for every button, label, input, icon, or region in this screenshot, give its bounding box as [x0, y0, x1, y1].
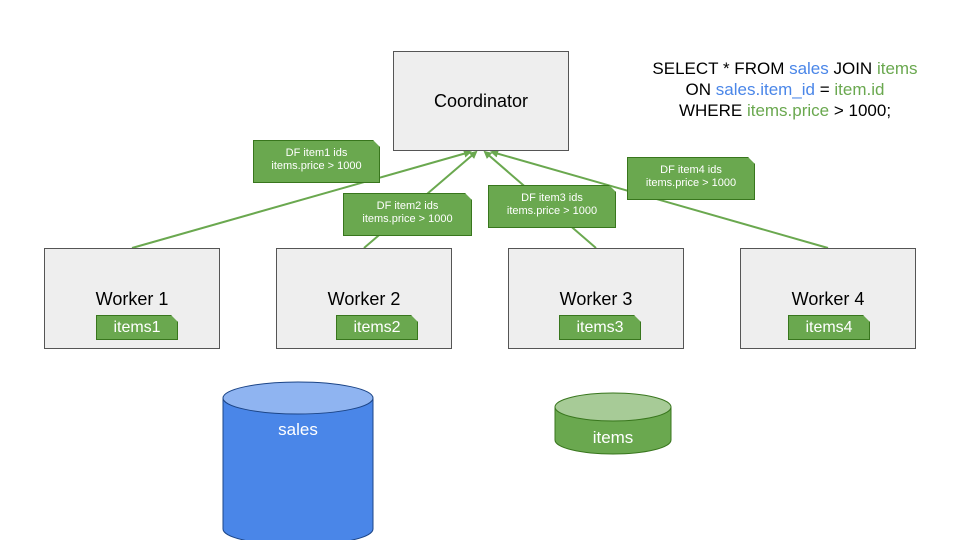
query-line-3: WHERE items.price > 1000; [678, 101, 892, 120]
worker-label: Worker 3 [559, 289, 633, 309]
message-note-2: DF item2 ids items.price > 1000 [343, 193, 472, 236]
worker-table-tag: items2 [336, 315, 418, 340]
message-note-1: DF item1 ids items.price > 1000 [253, 140, 380, 183]
message-note-3: DF item3 ids items.price > 1000 [488, 185, 616, 228]
message-line: DF item2 ids [376, 200, 439, 212]
worker-table-tag: items4 [788, 315, 870, 340]
worker-node-3: Worker 3 items3 [508, 248, 684, 349]
worker-label: Worker 2 [327, 289, 401, 309]
message-line: DF item3 ids [521, 192, 583, 204]
message-line: DF item4 ids [660, 164, 722, 176]
message-note-4: DF item4 ids items.price > 1000 [627, 157, 755, 200]
coordinator-node: Coordinator [393, 51, 569, 151]
message-line: items.price > 1000 [362, 213, 453, 225]
sql-query: SELECT * FROM sales JOIN items ON sales.… [600, 58, 960, 121]
coordinator-label: Coordinator [433, 90, 529, 111]
sales-database-icon [222, 381, 374, 540]
query-line-1: SELECT * FROM sales JOIN items [652, 59, 918, 78]
message-line: DF item1 ids [285, 147, 348, 159]
worker-node-4: Worker 4 items4 [740, 248, 916, 349]
worker-label: Worker 4 [791, 289, 865, 309]
query-line-2: ON sales.item_id = item.id [685, 80, 885, 99]
message-line: items.price > 1000 [506, 205, 598, 217]
items-database-label: items [592, 428, 634, 447]
edge-worker4-coordinator [490, 149, 829, 249]
worker-table-tag: items1 [96, 315, 178, 340]
edge-worker1-coordinator [131, 149, 472, 249]
message-line: items.price > 1000 [271, 160, 362, 172]
worker-table-tag: items3 [559, 315, 641, 340]
worker-node-1: Worker 1 items1 [44, 248, 220, 349]
sales-database-label: sales [278, 420, 318, 439]
message-line: items.price > 1000 [645, 177, 737, 189]
worker-label: Worker 1 [95, 289, 169, 309]
items-database-icon [554, 392, 672, 455]
worker-node-2: Worker 2 items2 [276, 248, 452, 349]
